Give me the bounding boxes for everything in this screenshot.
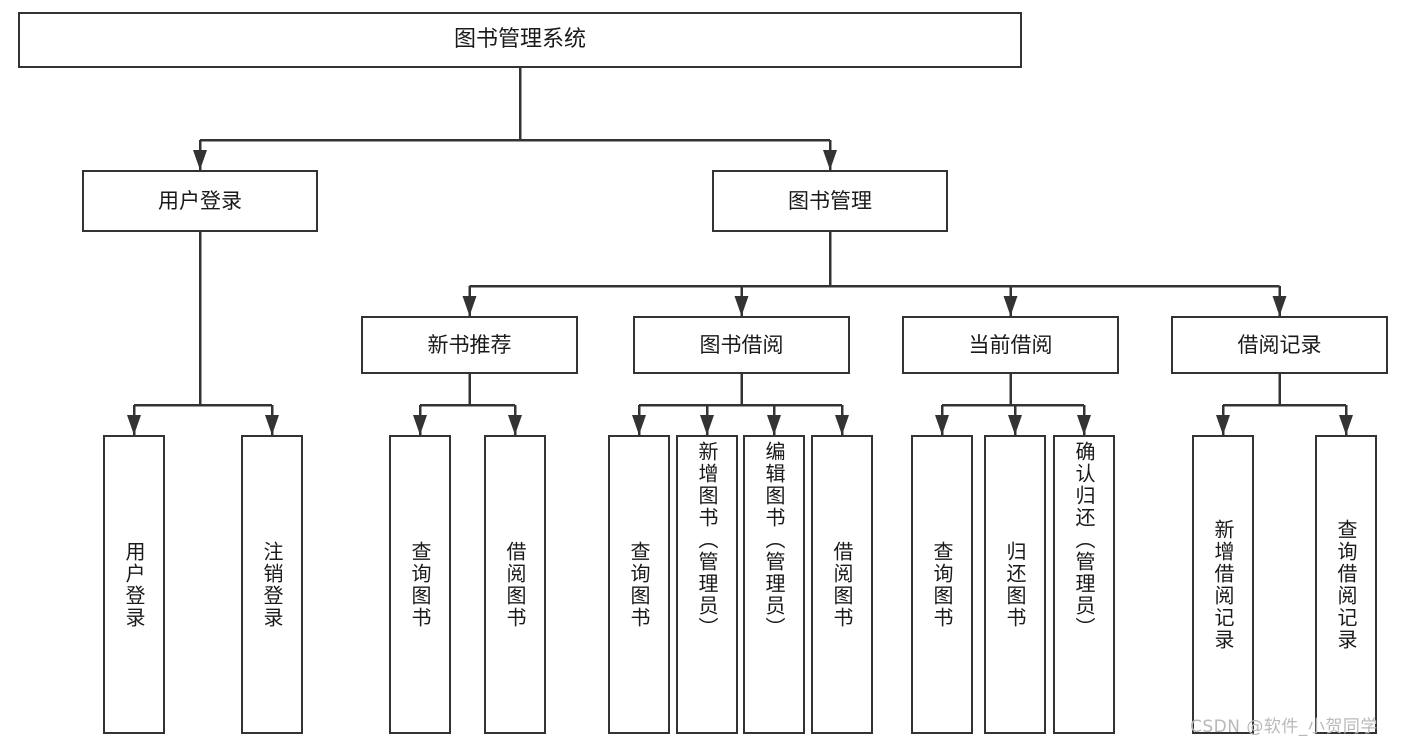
node-records[interactable]: 借阅记录 xyxy=(1171,316,1388,374)
node-label: 新增借阅记录 xyxy=(1211,518,1235,651)
node-l7[interactable]: 编辑图书（管理员） xyxy=(743,435,805,734)
node-label: 用户登录 xyxy=(122,540,146,629)
node-label: 图书管理 xyxy=(788,188,872,213)
node-l6[interactable]: 新增图书（管理员） xyxy=(676,435,738,734)
node-label: 借阅图书 xyxy=(503,540,527,629)
node-bookmgmt[interactable]: 图书管理 xyxy=(712,170,948,232)
node-label: 用户登录 xyxy=(158,188,242,213)
node-l5[interactable]: 查询图书 xyxy=(608,435,670,734)
node-l13[interactable]: 查询借阅记录 xyxy=(1315,435,1377,734)
node-label: 借阅图书 xyxy=(830,540,854,629)
node-l2[interactable]: 注销登录 xyxy=(241,435,303,734)
node-login[interactable]: 用户登录 xyxy=(82,170,318,232)
node-root[interactable]: 图书管理系统 xyxy=(18,12,1022,68)
node-newbook[interactable]: 新书推荐 xyxy=(361,316,578,374)
node-l1[interactable]: 用户登录 xyxy=(103,435,165,734)
node-l10[interactable]: 归还图书 xyxy=(984,435,1046,734)
node-label: 查询借阅记录 xyxy=(1334,518,1358,651)
watermark: CSDN @软件_小贺同学 xyxy=(1190,717,1378,737)
node-label: 图书管理系统 xyxy=(453,27,586,53)
node-label: 新书推荐 xyxy=(427,332,512,357)
node-label: 归还图书 xyxy=(1003,540,1027,629)
node-l3[interactable]: 查询图书 xyxy=(389,435,451,734)
node-l4[interactable]: 借阅图书 xyxy=(484,435,546,734)
node-borrow[interactable]: 图书借阅 xyxy=(633,316,850,374)
node-label: 编辑图书（管理员） xyxy=(762,441,786,639)
node-l12[interactable]: 新增借阅记录 xyxy=(1192,435,1254,734)
node-label: 图书借阅 xyxy=(699,332,784,357)
node-current[interactable]: 当前借阅 xyxy=(902,316,1119,374)
node-label: 确认归还（管理员） xyxy=(1072,441,1096,639)
node-label: 查询图书 xyxy=(930,540,954,629)
node-l11[interactable]: 确认归还（管理员） xyxy=(1053,435,1115,734)
node-label: 借阅记录 xyxy=(1237,332,1322,357)
node-label: 查询图书 xyxy=(408,540,432,629)
node-label: 新增图书（管理员） xyxy=(695,441,719,639)
node-label: 注销登录 xyxy=(260,540,284,629)
node-label: 查询图书 xyxy=(627,540,651,629)
node-l9[interactable]: 查询图书 xyxy=(911,435,973,734)
node-label: 当前借阅 xyxy=(968,332,1053,357)
node-l8[interactable]: 借阅图书 xyxy=(811,435,873,734)
